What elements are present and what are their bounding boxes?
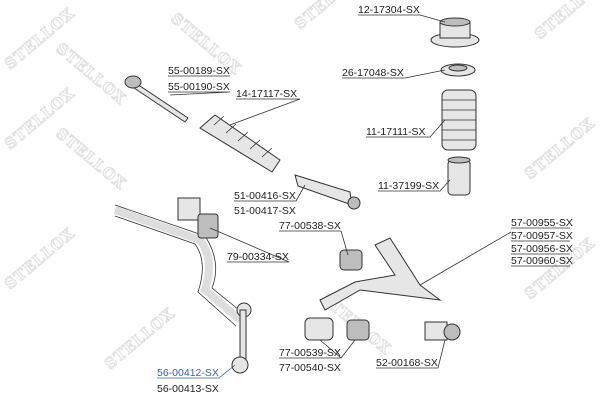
stabilizer-bar-drawing (113, 204, 245, 327)
dust-boot-drawing (441, 89, 477, 151)
label-control-arm-bushing-rear-1[interactable]: 77-00539-SX (279, 347, 341, 359)
label-dust-boot[interactable]: 11-17111-SX (366, 126, 426, 138)
strut-bearing-drawing (440, 63, 476, 77)
watermark: STELLOX (521, 114, 598, 183)
watermark: STELLOX (52, 124, 129, 193)
watermark: STELLOX (531, 0, 600, 43)
leader-lines (157, 14, 570, 379)
label-steering-boot[interactable]: 14-17117-SX (236, 88, 297, 100)
ball-joint-drawing (424, 321, 461, 341)
bump-stop-drawing (447, 156, 471, 196)
strut-mount-drawing (430, 17, 480, 48)
label-strut-mount[interactable]: 12-17304-SX (358, 4, 420, 16)
label-control-arm-1[interactable]: 57-00955-SX (511, 217, 573, 229)
label-control-arm-4[interactable]: 57-00960-SX (511, 255, 573, 267)
label-control-arm-2[interactable]: 57-00957-SX (511, 230, 573, 242)
label-control-arm-bushing-front[interactable]: 77-00538-SX (279, 220, 341, 232)
label-stabilizer-link-2[interactable]: 56-00413-SX (157, 383, 219, 395)
label-control-arm-3[interactable]: 57-00956-SX (511, 243, 573, 255)
label-strut-bearing[interactable]: 26-17048-SX (342, 67, 404, 79)
part-labels: 12-17304-SX 26-17048-SX 55-00189-SX 55-0… (157, 4, 573, 395)
control-arm-drawing (319, 237, 442, 311)
label-control-arm-bushing-rear-2[interactable]: 77-00540-SX (279, 362, 341, 374)
label-bump-stop[interactable]: 11-37199-SX (378, 180, 439, 192)
label-ball-joint[interactable]: 52-00168-SX (376, 357, 438, 369)
tie-rod-end-drawing (294, 174, 361, 210)
label-stabilizer-link-1[interactable]: 56-00412-SX (157, 367, 219, 379)
watermark: STELLOX (1, 224, 78, 293)
label-inner-tie-rod-2[interactable]: 55-00190-SX (168, 81, 230, 93)
control-arm-bushing-front-drawing (339, 249, 363, 271)
stabilizer-link-drawing (231, 302, 252, 374)
label-tie-rod-end-1[interactable]: 51-00416-SX (234, 190, 296, 202)
label-inner-tie-rod-1[interactable]: 55-00189-SX (168, 65, 230, 77)
stabilizer-bushing-drawing (177, 197, 219, 239)
label-stabilizer-bushing[interactable]: 79-00334-SX (227, 251, 289, 263)
watermark: STELLOX (101, 304, 178, 373)
label-tie-rod-end-2[interactable]: 51-00417-SX (234, 205, 296, 217)
watermark: STELLOX (291, 0, 368, 33)
inner-tie-rod-drawing (124, 75, 189, 123)
control-arm-bushing-rear-drawing (304, 317, 370, 341)
steering-boot-drawing (199, 114, 281, 173)
